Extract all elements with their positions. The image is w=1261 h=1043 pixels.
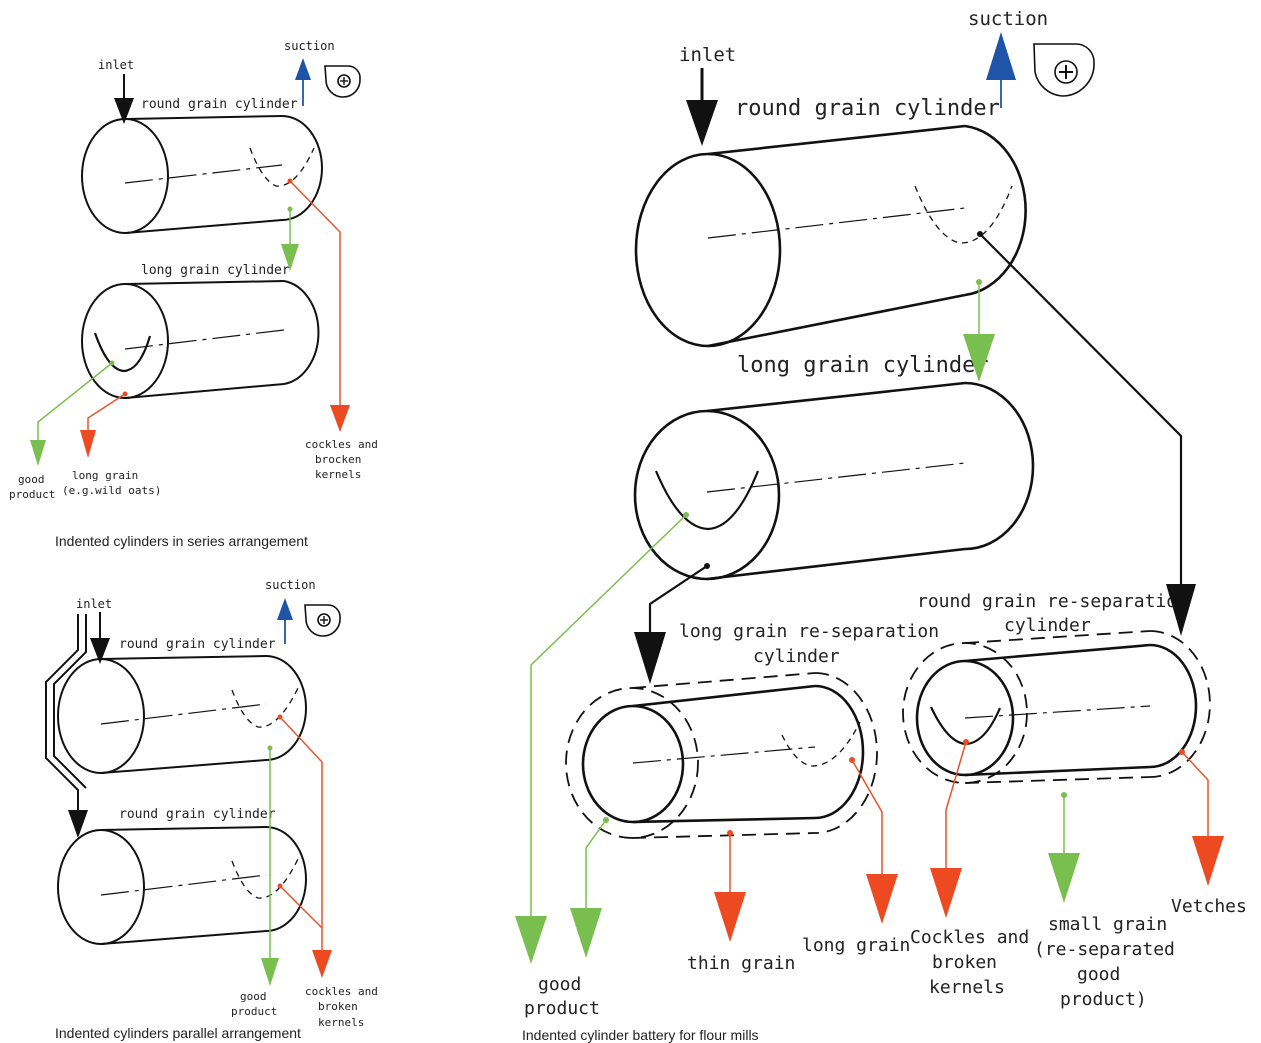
parallel-suction-label: suction [265,578,316,592]
parallel-round-cylinder-1 [57,655,307,774]
series-long-label: long grain [72,469,138,482]
parallel-inlet-label: inlet [76,597,112,611]
battery-thin-grain-label: thin grain [687,953,795,974]
series-suction-label: suction [284,39,335,53]
parallel-cockles-label-2: broken [318,1000,358,1013]
parallel-good-label: good [240,990,267,1003]
series-good-label: good [18,473,45,486]
parallel-bypass-arrow-icon [45,614,88,838]
battery-cockles-label: Cockles and [910,927,1029,948]
battery-small-grain-label: small grain [1048,914,1167,935]
parallel-round-cylinder-label-2: round grain cylinder [119,807,276,822]
parallel-inlet-arrow-icon [90,612,110,664]
series-cockles-label-3: kernels [315,468,361,481]
series-long-cylinder-label: long grain cylinder [141,263,290,278]
series-fan-icon [324,65,361,98]
series-suction-arrow-icon [295,58,311,106]
parallel-cockles-label-3: kernels [318,1016,364,1029]
series-long-cylinder [81,280,320,399]
battery-round-cylinder-label: round grain cylinder [735,96,1000,121]
parallel-suction-arrow-icon [277,598,293,644]
series-cockle-flow [80,178,350,458]
series-round-cylinder-label: round grain cylinder [141,97,298,112]
parallel-good-label-2: product [231,1005,277,1018]
battery-cockles-label-2: broken [932,952,997,973]
battery-caption: Indented cylinder battery for flour mill… [522,1027,759,1043]
series-arrangement: inlet suction round grain cylinder [9,39,378,549]
battery-long-resep-label: long grain re-separation [679,621,939,642]
battery-good-label-2: product [524,998,600,1019]
series-round-cylinder [81,115,323,234]
battery-long-grain-flow [849,757,898,924]
series-inlet-arrow-icon [114,74,134,124]
parallel-good-flow [261,745,279,986]
parallel-caption: Indented cylinders parallel arrangement [55,1025,301,1041]
battery-long-cylinder-label: long grain cylinder [737,353,989,378]
battery-inlet-arrow-icon [686,68,718,146]
battery-round-resep-cylinder [902,630,1211,784]
battery-arrangement: inlet suction round grain cylinder lon [515,8,1247,1043]
parallel-round-cylinder-label-1: round grain cylinder [119,637,276,652]
parallel-fan-icon [304,604,341,637]
battery-thin-grain-flow [714,830,746,942]
battery-small-grain-label-3: good [1077,964,1120,985]
battery-good-label: good [538,974,581,995]
battery-fan-icon [1033,43,1095,97]
series-cockles-label: cockles and [305,438,378,451]
battery-small-grain-flow [1048,792,1080,903]
parallel-arrangement: inlet suction round grain cylinder [45,578,378,1041]
parallel-round-cylinder-2 [57,826,307,945]
battery-cockles-flow [930,739,969,918]
battery-round-resep-label: round grain re-separation [917,591,1188,612]
battery-round-cylinder [634,124,1027,348]
battery-long-grain-label: long grain [802,935,910,956]
battery-inlet-label: inlet [679,44,736,66]
battery-suction-label: suction [968,8,1048,30]
series-long-label-2: (e.g.wild oats) [62,484,161,497]
battery-long-to-resep-flow [634,563,710,684]
battery-long-cylinder [633,381,1035,581]
battery-small-grain-label-4: product) [1060,989,1147,1010]
parallel-cockles-label: cockles and [305,985,378,998]
battery-long-resep-label-2: cylinder [753,646,840,667]
battery-vetches-flow [1179,749,1224,886]
battery-round-to-vetches-flow [977,231,1196,636]
battery-vetches-label: Vetches [1171,896,1247,917]
battery-cockles-label-3: kernels [929,977,1005,998]
series-caption: Indented cylinders in series arrangement [55,533,308,549]
series-cockles-label-2: brocken [315,453,361,466]
battery-long-resep-cylinder [565,672,878,839]
parallel-cockle-flow [277,714,332,978]
series-inlet-label: inlet [98,58,134,72]
battery-good-flow [515,279,995,964]
battery-suction-arrow-icon [986,32,1016,108]
series-good-flow [30,206,299,466]
battery-small-grain-label-2: (re-separated [1034,939,1175,960]
series-good-label-2: product [9,488,55,501]
battery-round-resep-label-2: cylinder [1004,615,1091,636]
